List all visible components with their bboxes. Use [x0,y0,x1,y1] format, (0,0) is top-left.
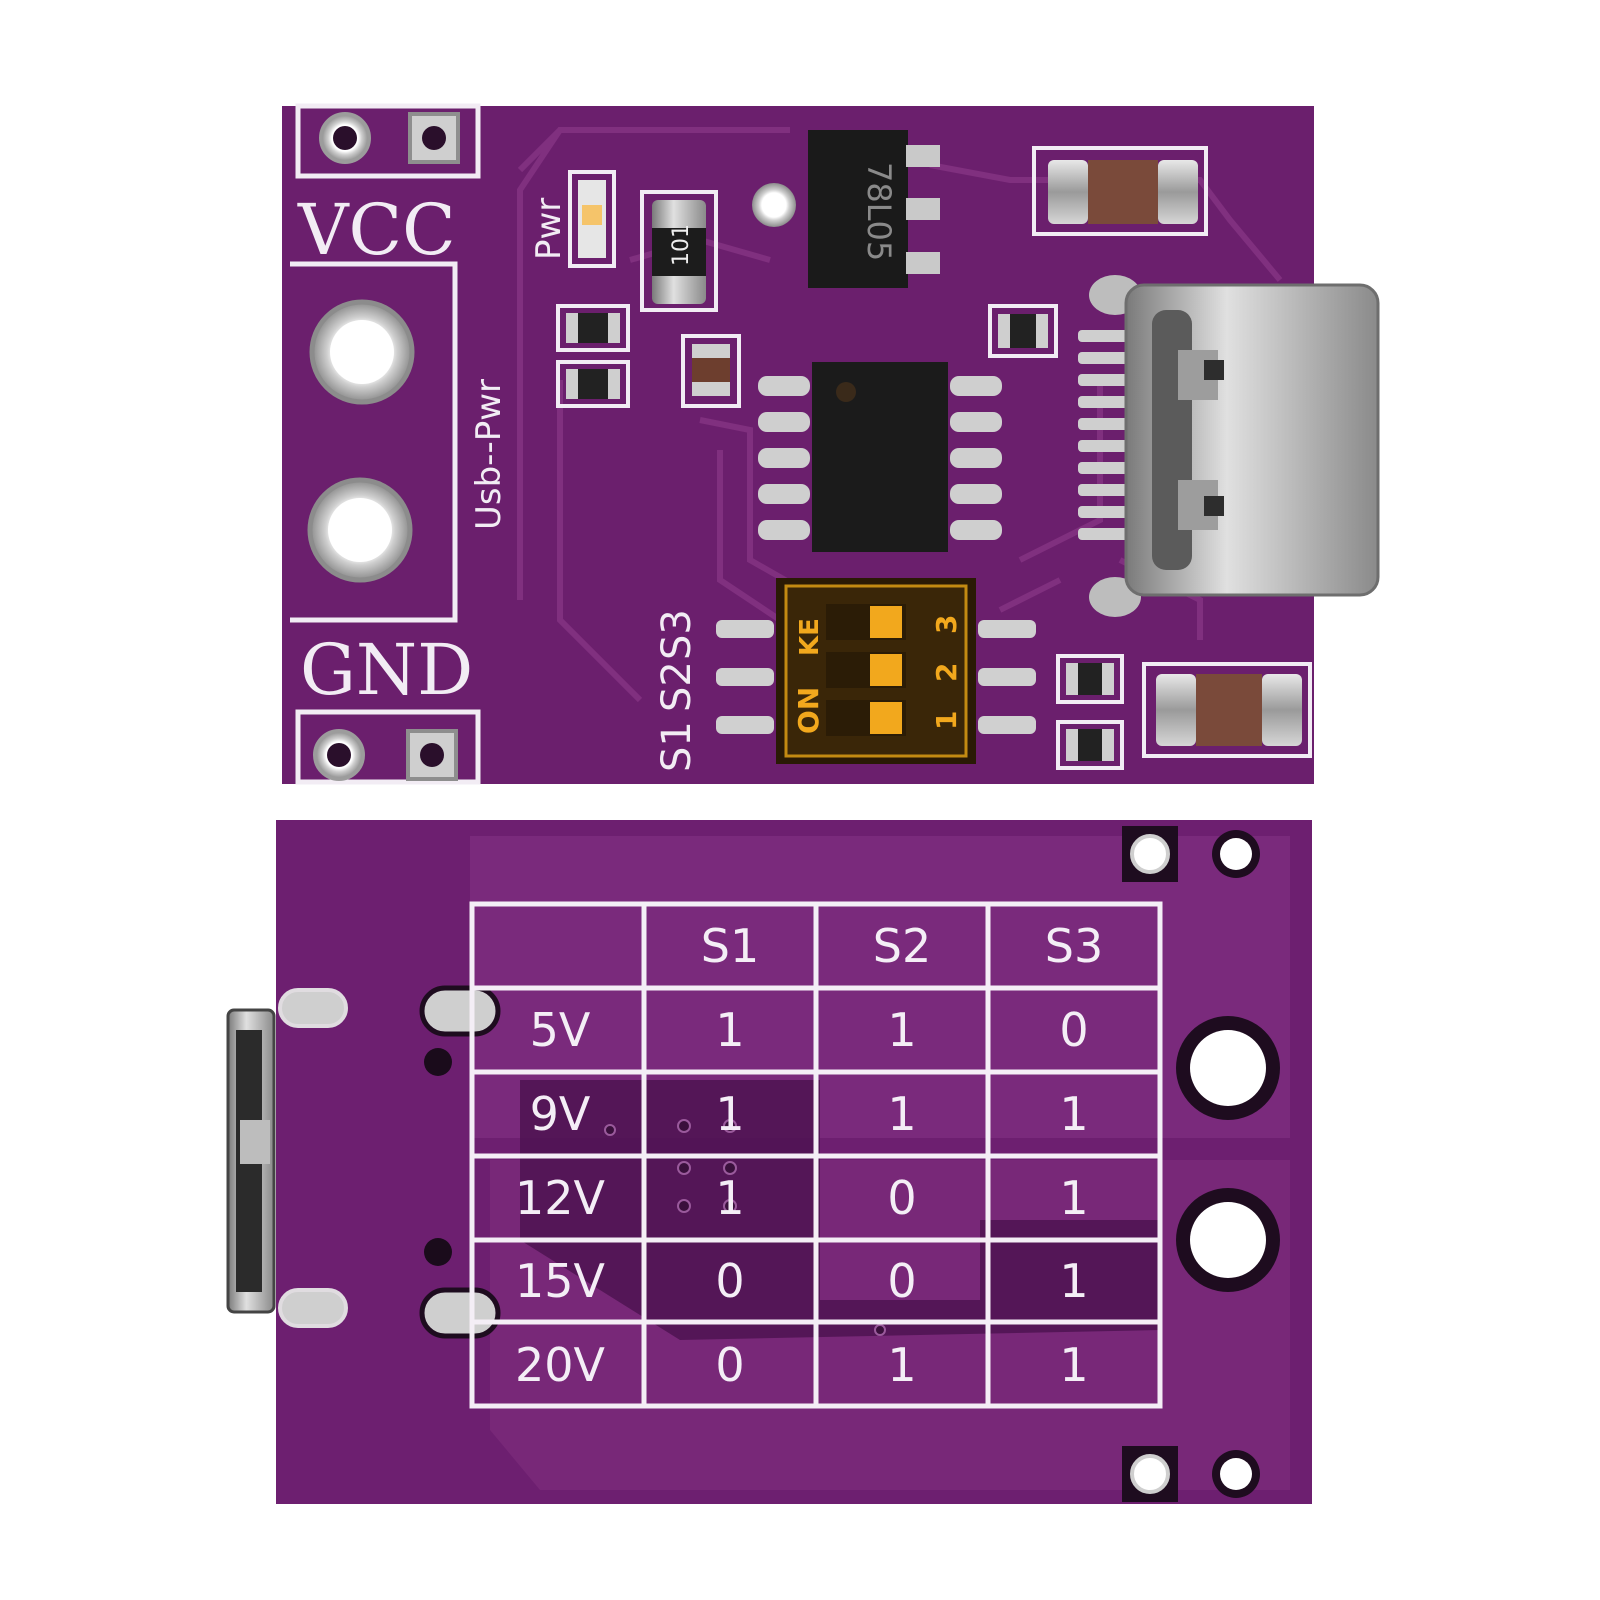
table-cell: 1 [1059,1254,1088,1308]
vcc-label: VCC [297,189,456,271]
s2-label: S2 [654,661,700,712]
gnd-label: GND [300,629,473,711]
table-cell: 1 [715,1003,744,1057]
table-header-s2: S2 [873,919,931,973]
terminal-outline [290,103,481,785]
voltage-table-grid [469,901,1163,1409]
usb-c-side-icon [226,1008,276,1314]
table-header-s1: S1 [701,919,759,973]
table-row-voltage: 5V [530,1003,591,1057]
pwr-led-label: Pwr [529,198,569,260]
table-cell: 1 [1059,1171,1088,1225]
regulator-marking: 78L05 [860,162,898,261]
table-cell: 0 [887,1171,916,1225]
vias [604,1119,886,1336]
s3-label: S3 [654,609,700,660]
bottom-board: S1 S2 S3 5V 1 1 0 9V 1 1 1 12V 1 0 1 15V… [226,820,1312,1504]
power-terminal-holes [307,299,415,583]
bottom-terminal-holes [1176,1016,1280,1292]
table-cell: 1 [887,1338,916,1392]
resistor-icon: 101 [640,190,718,312]
dip-3-label: 3 [930,615,963,634]
table-cell: 0 [887,1254,916,1308]
capacitor-top-icon [1032,146,1208,236]
table-cell: 1 [887,1003,916,1057]
dip-1-label: 1 [930,711,963,730]
table-cell: 1 [715,1087,744,1141]
usb-mounting-pads [278,985,501,1339]
table-cell: 1 [1059,1338,1088,1392]
table-row-voltage: 9V [530,1087,591,1141]
table-cell: 1 [1059,1087,1088,1141]
table-row-voltage: 15V [515,1254,606,1308]
table-header-s3: S3 [1045,919,1103,973]
ic-chip-icon [758,362,1002,552]
smd-components-right [988,304,1124,770]
top-header-pins [313,112,460,781]
top-board: VCC GND Pwr Usb--Pwr S3 S2 S1 101 [282,103,1380,785]
resistor-marking: 101 [669,224,694,266]
pwr-led-icon [568,170,616,268]
dip-on-label: ON [792,687,825,734]
dip-2-label: 2 [930,663,963,682]
bottom-header-pins [1122,826,1260,1502]
table-cell: 0 [1059,1003,1088,1057]
voltage-regulator-icon: 78L05 [752,130,940,288]
bottom-dark-region [520,1080,1160,1340]
dip-switch-icon: ON KE 3 2 1 [716,578,1036,764]
table-cell: 0 [715,1338,744,1392]
table-cell: 1 [715,1171,744,1225]
voltage-table: S1 S2 S3 5V 1 1 0 9V 1 1 1 12V 1 0 1 15V… [515,919,1103,1392]
usb-pwr-label: Usb--Pwr [469,379,509,530]
dip-brand-label: KE [795,618,825,656]
table-row-voltage: 12V [515,1171,606,1225]
usb-c-connector-icon [1078,275,1380,617]
capacitor-bottom-icon [1142,662,1312,758]
table-row-voltage: 20V [515,1338,606,1392]
table-cell: 1 [887,1087,916,1141]
smd-components-left [556,304,741,408]
table-cell: 0 [715,1254,744,1308]
s1-label: S1 [654,721,700,772]
